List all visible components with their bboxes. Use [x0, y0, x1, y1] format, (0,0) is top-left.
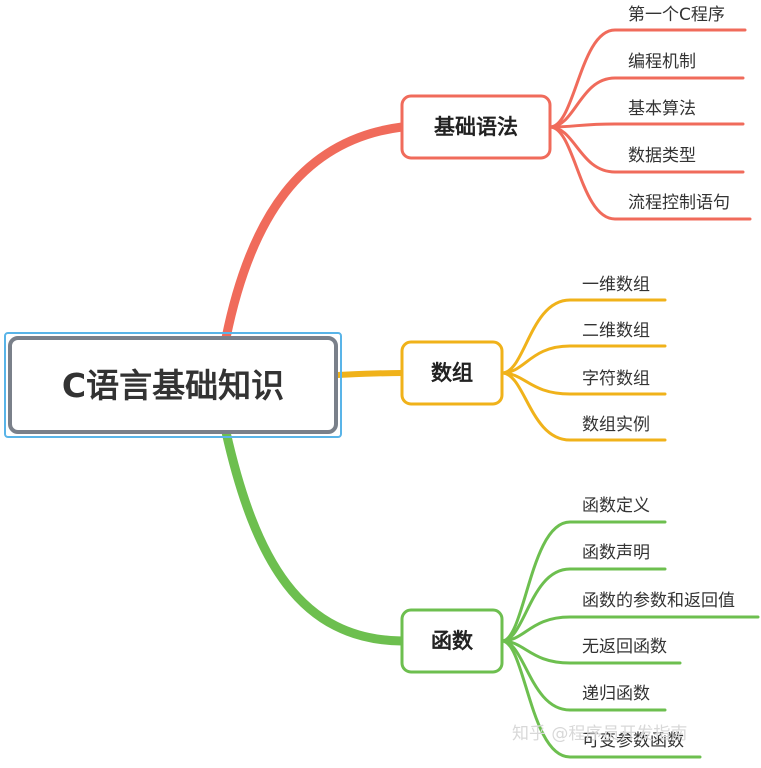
leaf-label: 二维数组 — [582, 321, 650, 341]
connector-leaf — [500, 371, 667, 442]
connector-leaf — [548, 28, 747, 129]
leaf-label: 递归函数 — [582, 684, 650, 704]
branch-node-syntax[interactable]: 基础语法 — [400, 94, 552, 160]
leaf-label: 一维数组 — [582, 275, 650, 295]
leaf-label: 第一个C程序 — [628, 5, 725, 25]
root-node[interactable]: C语言基础知识 — [4, 332, 342, 438]
connector-leaf — [500, 298, 667, 375]
connector-root-syntax — [221, 122, 407, 343]
connector-leaf — [500, 615, 760, 643]
root-box — [8, 336, 338, 434]
leaf-label: 字符数组 — [582, 369, 650, 389]
branch-label: 函数 — [431, 629, 474, 653]
leaf-label: 基本算法 — [628, 99, 696, 119]
leaf-label: 无返回函数 — [582, 637, 667, 657]
connector-leaf — [500, 344, 667, 375]
connectors — [221, 28, 760, 759]
branch-label: 数组 — [431, 361, 473, 385]
leaf-label: 编程机制 — [628, 52, 696, 72]
watermark: 知乎 @程序员开发指南 — [512, 724, 687, 744]
connector-leaf — [500, 520, 667, 643]
branch-node-array[interactable]: 数组 — [400, 340, 504, 406]
branch-label: 基础语法 — [434, 115, 518, 139]
connector-leaf — [500, 639, 702, 759]
branch-box — [400, 340, 504, 406]
leaf-label: 流程控制语句 — [628, 193, 730, 213]
connector-leaf — [548, 76, 745, 129]
branch-box — [400, 94, 552, 160]
leaf-label: 函数声明 — [582, 543, 650, 563]
connector-leaf — [548, 125, 752, 221]
connector-root-function — [221, 427, 407, 646]
root-highlight — [4, 332, 342, 438]
leaf-label: 可变参数函数 — [582, 731, 684, 751]
connector-root-array — [333, 370, 405, 378]
leaf-label: 函数定义 — [582, 496, 650, 516]
leaf-label: 数据类型 — [628, 146, 696, 166]
connector-leaf — [548, 122, 745, 129]
branch-box — [400, 608, 504, 674]
leaf-label: 数组实例 — [582, 415, 650, 435]
connector-leaf — [500, 567, 667, 643]
branch-node-function[interactable]: 函数 — [400, 608, 504, 674]
leaf-label: 函数的参数和返回值 — [582, 591, 735, 611]
root-label: C语言基础知识 — [62, 366, 284, 405]
